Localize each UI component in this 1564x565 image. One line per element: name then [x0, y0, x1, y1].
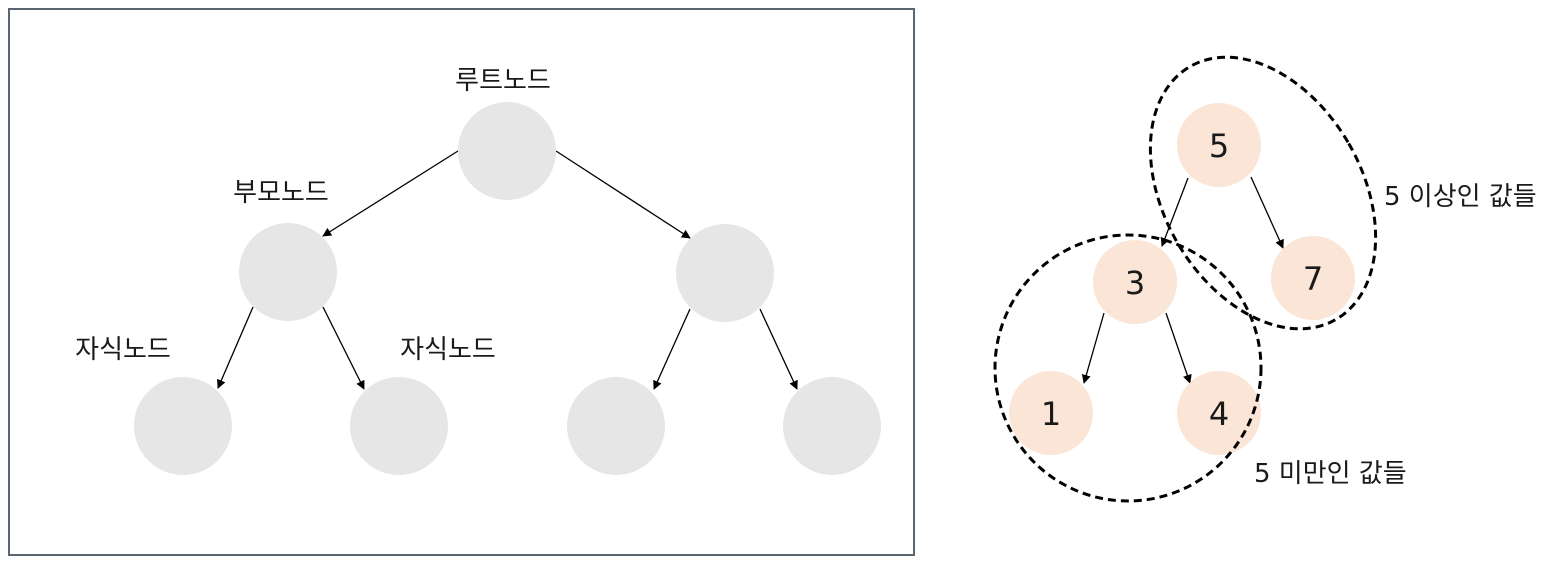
bst-node-5	[1177, 103, 1261, 187]
edge-root-left	[322, 150, 459, 237]
child-node-4	[783, 377, 881, 475]
bst-node-5-value: 5	[1209, 127, 1229, 165]
root-node	[458, 102, 556, 200]
lower-group-label: 5 미만인 값들	[1254, 459, 1407, 489]
upper-group-label: 5 이상인 값들	[1384, 182, 1537, 212]
bst-node-3	[1093, 240, 1177, 324]
bst-node-1-value: 1	[1041, 395, 1061, 433]
parent-node-right	[676, 224, 774, 322]
bst-node-3-value: 3	[1125, 264, 1145, 302]
bst-node-4	[1177, 371, 1261, 455]
edge-root-right	[555, 150, 691, 239]
bst-edge-3-1	[1081, 312, 1105, 384]
parent-node-label: 부모노드	[233, 178, 329, 208]
root-node-label: 루트노드	[455, 66, 551, 96]
edge-left-lr	[322, 306, 365, 390]
bst-node-1	[1009, 371, 1093, 455]
bst-edge-3-4	[1165, 312, 1192, 384]
edge-right-rr	[759, 308, 798, 390]
bst-node-7	[1271, 236, 1355, 320]
upper-group-outline	[1148, 55, 1378, 331]
bst-edge-5-3	[1160, 177, 1189, 247]
bst-node-7-value: 7	[1303, 260, 1323, 298]
parent-node-left	[239, 223, 337, 321]
child-node-label-right: 자식노드	[400, 335, 496, 365]
child-node-1	[134, 377, 232, 475]
bst-edge-5-7	[1250, 176, 1284, 249]
edge-left-ll	[217, 306, 254, 389]
child-node-label-left: 자식노드	[75, 335, 171, 365]
lower-group-outline	[993, 233, 1263, 503]
child-node-3	[567, 377, 665, 475]
child-node-2	[350, 377, 448, 475]
bst-node-4-value: 4	[1209, 395, 1229, 433]
edge-right-rl	[653, 308, 691, 390]
